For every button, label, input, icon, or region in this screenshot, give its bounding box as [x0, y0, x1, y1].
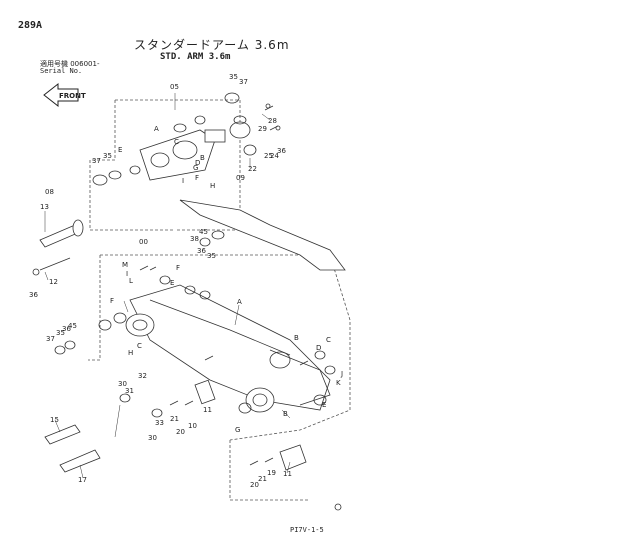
callout-29: 29 — [258, 125, 267, 133]
callout-24: 24 — [270, 152, 279, 160]
callout-G: G — [193, 164, 198, 172]
callout-08: 08 — [45, 188, 54, 196]
callout-37: 37 — [46, 335, 55, 343]
callout-F: F — [195, 174, 199, 182]
callout-19: 19 — [267, 469, 276, 477]
front-label: FRONT — [59, 92, 86, 100]
callout-E: E — [118, 146, 122, 154]
callout-35: 35 — [229, 73, 238, 81]
callout-30: 30 — [118, 380, 127, 388]
callout-C: C — [174, 138, 179, 146]
callout-38: 38 — [190, 235, 199, 243]
callout-35: 35 — [103, 152, 112, 160]
callout-A: A — [237, 298, 242, 306]
callout-11: 11 — [203, 406, 212, 414]
callout-45: 45 — [68, 322, 77, 330]
callout-G: G — [235, 426, 240, 434]
serial-label-english: Serial No. — [40, 67, 83, 75]
callout-35: 35 — [56, 329, 65, 337]
callout-17: 17 — [78, 476, 87, 484]
callout-13: 13 — [40, 203, 49, 211]
callout-32: 32 — [138, 372, 147, 380]
leader-lines — [44, 93, 291, 479]
bolts — [32, 103, 342, 511]
callout-22: 22 — [248, 165, 257, 173]
callout-H: H — [128, 349, 133, 357]
pins — [39, 219, 307, 473]
callout-F: F — [176, 264, 180, 272]
callout-C: C — [137, 342, 142, 350]
callout-10: 10 — [188, 422, 197, 430]
callout-E: E — [170, 279, 174, 287]
callout-31: 31 — [125, 387, 134, 395]
callout-J: J — [340, 370, 343, 378]
callout-25: 25 — [264, 152, 273, 160]
callout-05: 05 — [170, 83, 179, 91]
callout-36: 36 — [277, 147, 286, 155]
callout-21: 21 — [258, 475, 267, 483]
callout-30: 30 — [148, 434, 157, 442]
callout-00: 00 — [139, 238, 148, 246]
callout-B: B — [294, 334, 299, 342]
callout-H: H — [210, 182, 215, 190]
page-id: 289A — [18, 20, 43, 31]
callout-37: 37 — [92, 157, 101, 165]
callout-K: K — [336, 379, 341, 387]
callout-B: B — [200, 154, 205, 162]
callout-36: 36 — [197, 247, 206, 255]
callout-E: E — [322, 401, 326, 409]
callout-20: 20 — [250, 481, 259, 489]
callout-I: I — [126, 270, 128, 278]
callout-F: F — [110, 297, 114, 305]
title-japanese: スタンダードアーム 3.6m — [134, 38, 290, 52]
callout-45: 45 — [199, 228, 208, 236]
front-arrow-icon: FRONT — [43, 82, 86, 108]
callout-A: A — [154, 125, 159, 133]
bushings-and-seals — [54, 92, 336, 418]
callout-21: 21 — [170, 415, 179, 423]
callout-M: M — [122, 261, 128, 269]
title-english: STD. ARM 3.6m — [160, 52, 231, 62]
callout-12: 12 — [49, 278, 58, 286]
callout-C: C — [326, 336, 331, 344]
callout-09: 09 — [236, 174, 245, 182]
figure-code: PI7V-1-5 — [290, 526, 324, 534]
callout-20: 20 — [176, 428, 185, 436]
callout-33: 33 — [155, 419, 164, 427]
callout-11: 11 — [283, 470, 292, 478]
callout-B: B — [283, 410, 288, 418]
callout-28: 28 — [268, 117, 277, 125]
main-arm-body — [125, 284, 331, 413]
callout-36: 36 — [62, 325, 71, 333]
callout-I: I — [182, 177, 184, 185]
callout-labels: 05 35 37 29 28 25 24 36 22 09 A C B D E … — [29, 73, 343, 489]
callout-D: D — [195, 159, 200, 167]
callout-L: L — [129, 277, 133, 285]
upper-link-assembly — [139, 121, 346, 271]
callout-37: 37 — [239, 78, 248, 86]
group-outlines — [88, 99, 351, 501]
callout-35: 35 — [207, 252, 216, 260]
callout-36: 36 — [29, 291, 38, 299]
callout-D: D — [316, 344, 321, 352]
callout-15: 15 — [50, 416, 59, 424]
serial-label-japanese: 適用号機 006001- — [40, 60, 100, 68]
